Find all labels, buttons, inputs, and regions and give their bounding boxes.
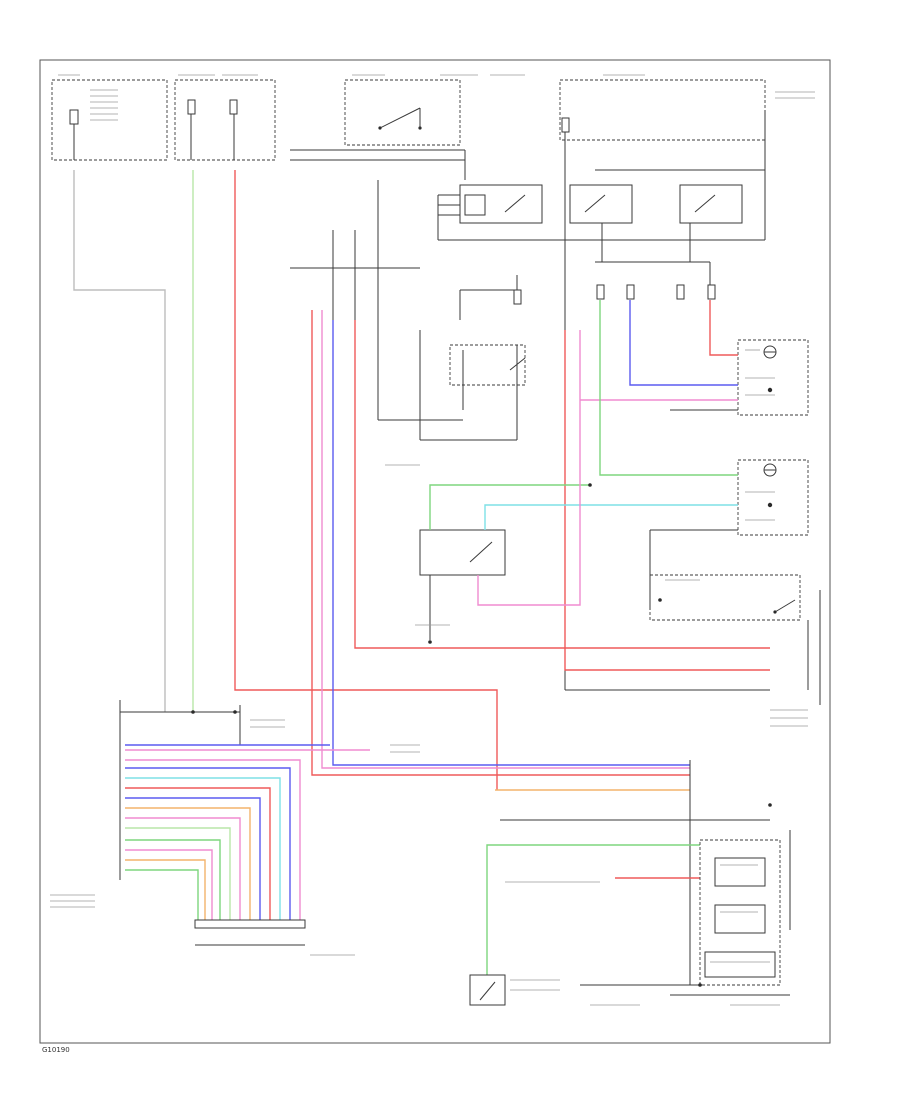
connector-pins: [194, 919, 306, 946]
wire-pink-relay: [477, 400, 581, 606]
wire-cyan-lamp: [484, 504, 738, 530]
switch-module-mid: [449, 344, 526, 410]
connector-fan-wires: [125, 744, 370, 920]
diagram-id: G10190: [42, 1046, 70, 1054]
fuse-block-center: [174, 79, 276, 161]
wire-green-bottom: [486, 844, 700, 975]
control-unit-box: [119, 700, 241, 880]
wire-pink-lamp: [579, 330, 738, 401]
wire-gray-left: [73, 170, 166, 712]
label-marks: [50, 74, 815, 1006]
wire-red-bus: [311, 310, 690, 776]
relay-c: [679, 184, 743, 262]
switch-bottom: [469, 974, 506, 1006]
wire-red-main: [234, 170, 498, 790]
diagram-frame: [39, 59, 831, 1044]
junction-dots: [191, 483, 772, 987]
wire-pink-bus: [321, 310, 690, 769]
fuse-block-right: [559, 79, 766, 330]
fuse-block-left: [51, 79, 168, 161]
wire-blue-bus: [332, 320, 690, 766]
sensor-box: [699, 839, 781, 986]
wire-red-bus-2: [354, 320, 770, 649]
lamp-left-front: [737, 459, 809, 536]
fuse-row: [513, 284, 716, 305]
wire-red-mid: [564, 330, 770, 671]
wire-green-lamp: [599, 300, 738, 476]
door-switch: [649, 574, 801, 621]
wire-blue-lamp: [629, 300, 738, 386]
lamp-right-front: [737, 339, 809, 416]
wire-green-relay: [429, 484, 590, 530]
relay-b: [569, 184, 633, 262]
relay-lower: [419, 529, 506, 640]
ignition-switch-block: [344, 79, 461, 146]
wire-red-lamp: [709, 300, 738, 356]
relay-a: [437, 184, 543, 240]
